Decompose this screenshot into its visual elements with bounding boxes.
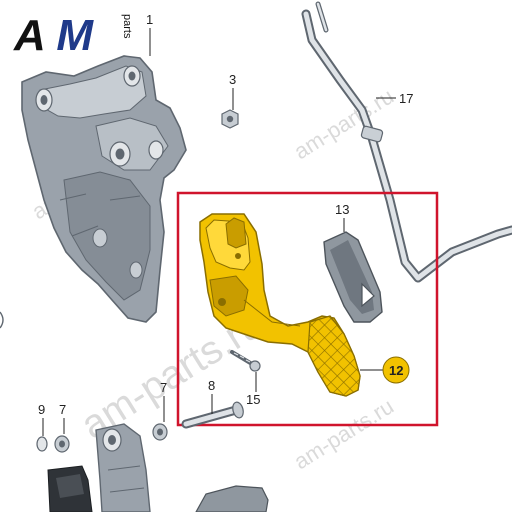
logo-letter-m: M bbox=[56, 11, 94, 60]
part-7-bushing-right bbox=[152, 423, 168, 441]
watermark-top-right: am-parts.ru bbox=[289, 83, 398, 164]
part-9-washer bbox=[36, 436, 48, 452]
callout-label-9: 9 bbox=[38, 402, 45, 417]
part-12-accelerator-pedal bbox=[199, 213, 361, 397]
callout-label-17: 17 bbox=[399, 91, 413, 106]
edge-fragment bbox=[0, 311, 4, 329]
callout-label-1: 1 bbox=[146, 12, 153, 27]
lower-lever-assembly bbox=[47, 423, 269, 512]
part-1-bracket bbox=[21, 55, 187, 323]
logo-sub-text: parts bbox=[121, 14, 133, 39]
part-15-screw bbox=[230, 350, 261, 372]
callout-label-13: 13 bbox=[335, 202, 349, 217]
part-3-nut bbox=[221, 109, 239, 129]
logo-letter-a: A bbox=[13, 11, 44, 60]
watermark-bottom-right: am-parts.ru bbox=[289, 393, 398, 474]
part-7-bushing-left bbox=[54, 435, 70, 453]
highlight-frame bbox=[176, 191, 439, 427]
brand-logo: A M parts bbox=[13, 11, 133, 60]
logo-text: A M bbox=[13, 11, 94, 60]
part-17-rod bbox=[301, 1, 512, 283]
callout-label-12: 12 bbox=[389, 363, 403, 378]
part-13-pedal-pad bbox=[323, 231, 383, 323]
callout-label-7b: 7 bbox=[160, 380, 167, 395]
callout-label-15: 15 bbox=[246, 392, 260, 407]
callout-label-3: 3 bbox=[229, 72, 236, 87]
callout-label-7a: 7 bbox=[59, 402, 66, 417]
callout-label-8: 8 bbox=[208, 378, 215, 393]
part-8-pin bbox=[181, 401, 244, 429]
callout-badge-12 bbox=[382, 356, 410, 384]
